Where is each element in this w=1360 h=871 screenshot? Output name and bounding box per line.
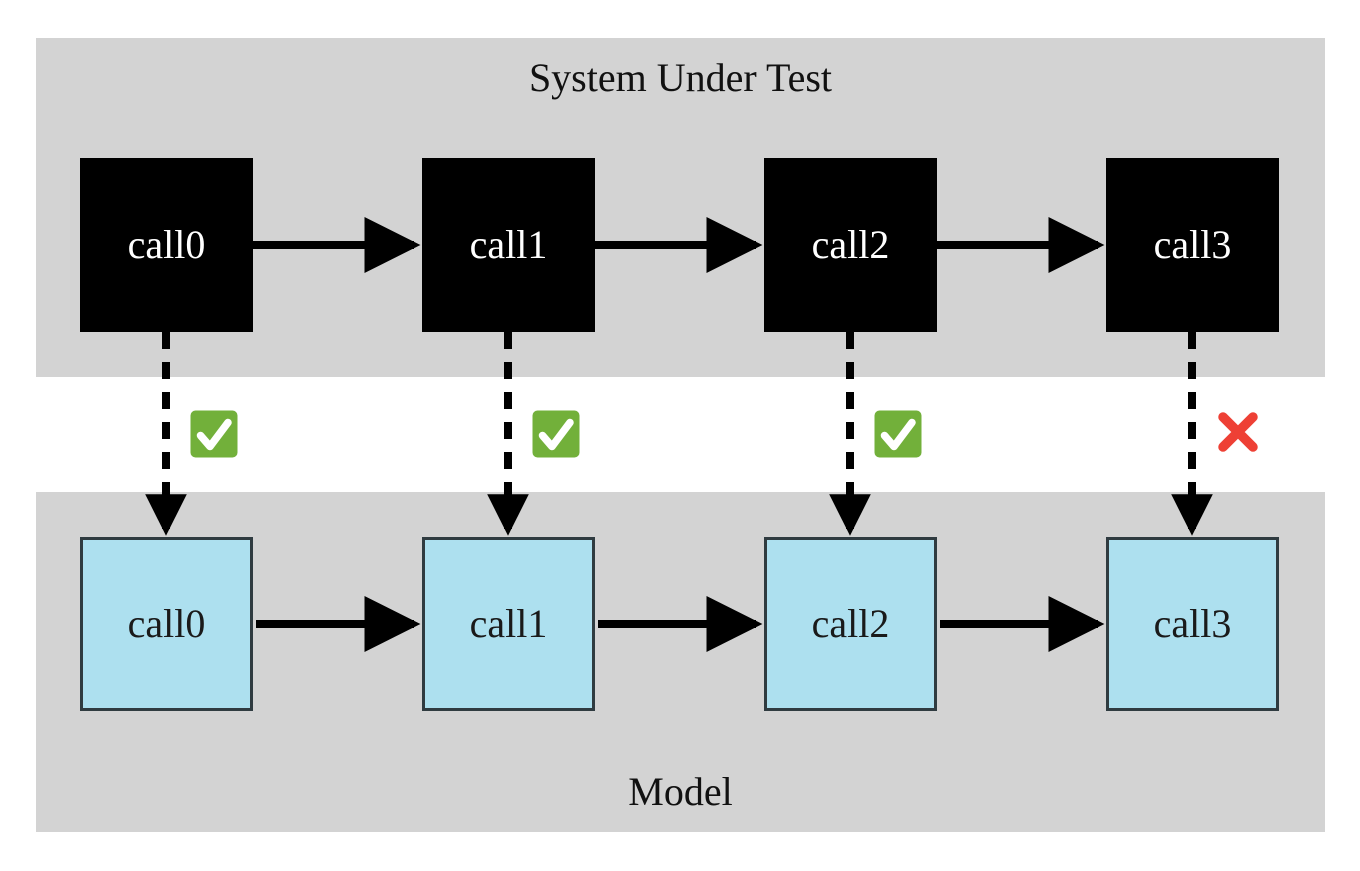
cross-mark-icon xyxy=(1218,412,1258,452)
model-node-call0-label: call0 xyxy=(127,601,206,646)
sut-node-call1-label: call1 xyxy=(469,222,548,267)
sut-node-call2[interactable]: call2 xyxy=(764,158,937,332)
sut-node-call0-label: call0 xyxy=(127,222,206,267)
check-mark-icon xyxy=(190,410,238,458)
model-node-call1-label: call1 xyxy=(469,601,548,646)
model-node-call1[interactable]: call1 xyxy=(422,537,595,711)
sut-node-call1[interactable]: call1 xyxy=(422,158,595,332)
model-title: Model xyxy=(628,769,733,814)
model-node-call3-label: call3 xyxy=(1153,601,1232,646)
sut-node-call2-label: call2 xyxy=(811,222,890,267)
check-mark-icon xyxy=(874,410,922,458)
sut-node-call0[interactable]: call0 xyxy=(80,158,253,332)
sut-node-call3-label: call3 xyxy=(1153,222,1232,267)
model-node-call3[interactable]: call3 xyxy=(1106,537,1279,711)
model-node-call2-label: call2 xyxy=(811,601,890,646)
sut-node-call3[interactable]: call3 xyxy=(1106,158,1279,332)
model-node-call2[interactable]: call2 xyxy=(764,537,937,711)
check-mark-icon xyxy=(532,410,580,458)
system-under-test-title: System Under Test xyxy=(528,55,833,100)
model-node-call0[interactable]: call0 xyxy=(80,537,253,711)
